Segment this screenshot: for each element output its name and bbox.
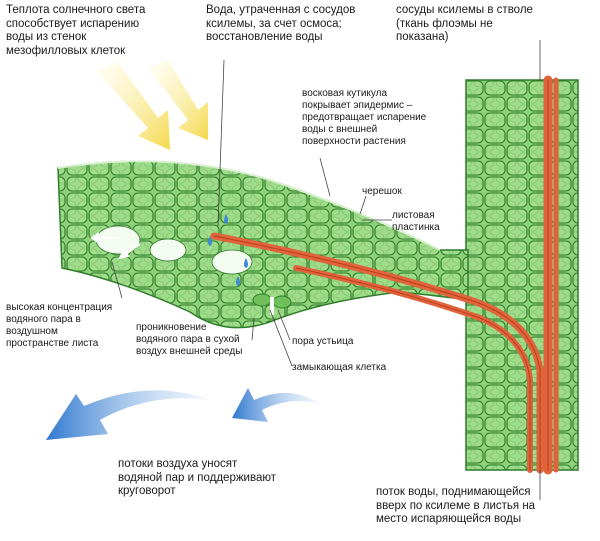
- label-leaf-lamina: листовая пластинка: [392, 210, 440, 233]
- label-waxy-cuticle: восковая кутикула покрывает эпидермис – …: [302, 88, 427, 147]
- leader-lines: [111, 40, 541, 500]
- label-guard-cell: замыкающая клетка: [292, 362, 387, 373]
- label-air-flow: потоки воздуха уносят водяной пар и подд…: [118, 458, 276, 497]
- xylem-vessels: [210, 75, 559, 475]
- air-flow-arrow-icon: [46, 388, 320, 440]
- sun-arrow-icon: [96, 60, 208, 150]
- water-droplet-icon: [208, 214, 248, 286]
- label-high-vapor-concentration: высокая концентрация водяного пара в воз…: [6, 302, 113, 349]
- label-sunlight-heat: Теплота солнечного света способствует ис…: [6, 4, 146, 57]
- label-water-flow-up-xylem: поток воды, поднимающейся вверх по ксиле…: [376, 486, 536, 525]
- label-stoma-pore: пора устьица: [292, 336, 354, 347]
- vapor-arrow-icons: [90, 232, 288, 340]
- label-stem-xylem: сосуды ксилемы в стволе (ткань флоэмы не…: [396, 4, 533, 43]
- label-water-lost-from-xylem: Вода, утраченная с сосудов ксилемы, за с…: [206, 4, 356, 43]
- stem-tissue: [465, 79, 579, 471]
- stoma: [252, 293, 292, 315]
- label-petiole: черешок: [362, 186, 402, 197]
- label-vapor-diffusion: проникновение водяного пара в сухой возд…: [136, 322, 243, 357]
